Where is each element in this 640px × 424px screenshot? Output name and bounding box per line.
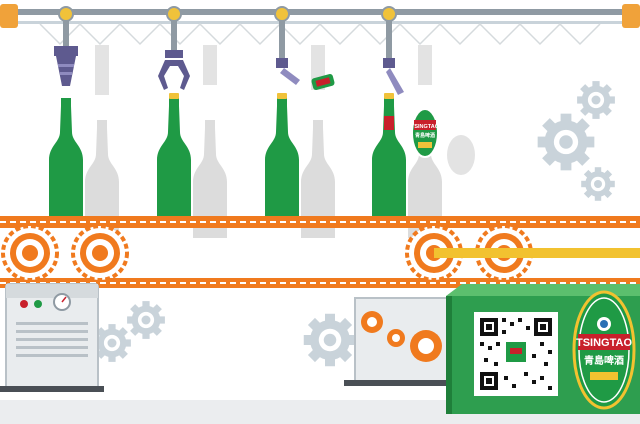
label-brand-text: TSINGTAO (411, 124, 440, 130)
ghost-bottles (85, 45, 475, 238)
gear-icon (537, 113, 595, 171)
gear-icon (581, 167, 615, 201)
yellow-bar (434, 248, 640, 258)
gear-machine (344, 297, 464, 386)
gear-icon (127, 301, 165, 339)
vent-slats (16, 322, 88, 357)
upper-conveyor (0, 216, 640, 228)
wheel-icon (71, 224, 129, 282)
package-logo: TSINGTAO 青島啤酒 (572, 290, 636, 410)
green-button-icon (34, 300, 42, 308)
qr-code-icon (474, 312, 558, 396)
gripper-arm (158, 20, 190, 90)
control-cabinet (0, 283, 104, 392)
bottle-caps (169, 93, 394, 130)
label-brand-cn-text: 青島啤酒 (415, 132, 435, 139)
package-brand-text: TSINGTAO (576, 337, 632, 349)
rail-rollers (58, 6, 397, 22)
overhead-rail (0, 4, 640, 46)
beer-package: TSINGTAO 青島啤酒 (446, 284, 640, 414)
gear-icon (577, 81, 615, 119)
green-bottle (157, 98, 191, 216)
label-arm-2 (383, 20, 404, 95)
capping-head (54, 20, 78, 86)
label-arm-1 (276, 20, 335, 90)
package-brand-cn-text: 青島啤酒 (584, 354, 624, 367)
bottle-label: TSINGTAO 青島啤酒 (411, 108, 440, 158)
green-bottle (49, 98, 83, 216)
green-bottle (265, 98, 299, 216)
red-button-icon (20, 300, 28, 308)
wheel-icon (1, 224, 59, 282)
gear-icon (303, 313, 357, 367)
green-bottle (372, 98, 406, 216)
lower-conveyor (0, 278, 640, 288)
